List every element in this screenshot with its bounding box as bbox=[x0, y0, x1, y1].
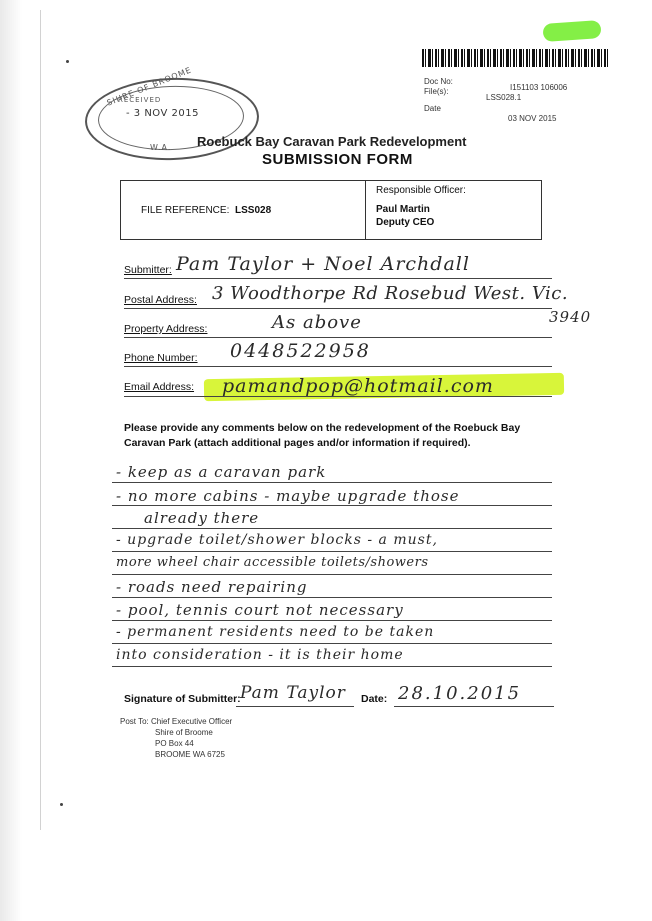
phone-value[interactable]: 0448522958 bbox=[230, 340, 371, 362]
submitter-line bbox=[124, 278, 552, 279]
date-line bbox=[394, 706, 554, 707]
comment-rule bbox=[112, 574, 552, 575]
post-to-line-2: Shire of Broome bbox=[155, 728, 213, 737]
comment-line-7[interactable]: - pool, tennis court not necessary bbox=[116, 601, 404, 619]
submitter-label: Submitter: bbox=[124, 264, 172, 276]
date-field-value[interactable]: 28.10.2015 bbox=[398, 683, 522, 704]
highlighter-mark bbox=[542, 19, 602, 43]
signature-value[interactable]: Pam Taylor bbox=[240, 683, 346, 703]
comment-rule bbox=[112, 505, 552, 506]
stamp-received: RECEIVED bbox=[118, 96, 162, 104]
comment-line-8[interactable]: - permanent residents need to be taken bbox=[116, 624, 435, 640]
file-reference-label: FILE REFERENCE: bbox=[141, 205, 230, 216]
postcode-value[interactable]: 3940 bbox=[549, 308, 592, 326]
doc-no: I151103 106006 bbox=[510, 83, 568, 92]
comment-rule bbox=[112, 551, 552, 552]
files: LSS028.1 bbox=[486, 93, 522, 102]
speck bbox=[60, 803, 63, 806]
property-address-label: Property Address: bbox=[124, 323, 208, 335]
comment-line-1[interactable]: - keep as a caravan park bbox=[116, 463, 327, 481]
signature-label: Signature of Submitter: bbox=[124, 693, 241, 705]
post-to-line-1: Post To: Chief Executive Officer bbox=[120, 717, 233, 726]
form-title: Roebuck Bay Caravan Park Redevelopment bbox=[197, 134, 467, 149]
comment-rule bbox=[112, 597, 552, 598]
file-reference-box bbox=[120, 180, 542, 240]
stamp-bottom-text: W.A. bbox=[150, 143, 172, 152]
property-line bbox=[124, 337, 552, 338]
email-label: Email Address: bbox=[124, 381, 195, 393]
responsible-officer-label: Responsible Officer: bbox=[376, 185, 466, 196]
form-subtitle: SUBMISSION FORM bbox=[262, 151, 413, 168]
comment-line-3[interactable]: already there bbox=[144, 509, 260, 527]
date-field-label: Date: bbox=[361, 693, 388, 705]
postal-line bbox=[124, 308, 552, 309]
comment-line-4[interactable]: - upgrade toilet/shower blocks - a must, bbox=[116, 532, 438, 548]
comment-line-9[interactable]: into consideration - it is their home bbox=[116, 647, 404, 663]
property-address-value[interactable]: As above bbox=[272, 312, 362, 333]
email-value[interactable]: pamandpop@hotmail.com bbox=[222, 375, 494, 397]
barcode bbox=[422, 49, 608, 67]
phone-label: Phone Number: bbox=[124, 352, 198, 364]
comment-rule bbox=[112, 528, 552, 529]
comment-rule bbox=[112, 643, 552, 644]
comment-rule bbox=[112, 482, 552, 483]
post-to-line-4: BROOME WA 6725 bbox=[155, 750, 225, 759]
received-date: 03 NOV 2015 bbox=[508, 114, 557, 123]
scan-edge bbox=[0, 0, 22, 921]
file-box-divider bbox=[365, 180, 366, 240]
comment-line-5[interactable]: more wheel chair accessible toilets/show… bbox=[116, 555, 429, 570]
signature-line bbox=[236, 706, 354, 707]
date-label: Date bbox=[424, 104, 441, 113]
stamp-date: - 3 NOV 2015 bbox=[126, 108, 199, 119]
file-reference-value: LSS028 bbox=[235, 205, 272, 216]
officer-name: Paul Martin bbox=[376, 204, 430, 215]
comment-line-6[interactable]: - roads need repairing bbox=[116, 578, 308, 596]
speck bbox=[66, 60, 69, 63]
scan-line bbox=[40, 10, 41, 830]
phone-line bbox=[124, 366, 552, 367]
postal-address-label: Postal Address: bbox=[124, 294, 197, 306]
comment-rule bbox=[112, 620, 552, 621]
postal-address-value[interactable]: 3 Woodthorpe Rd Rosebud West. Vic. bbox=[212, 283, 569, 304]
officer-title: Deputy CEO bbox=[376, 217, 435, 228]
doc-no-label: Doc No: bbox=[424, 77, 453, 86]
files-label: File(s): bbox=[424, 87, 449, 96]
submitter-value[interactable]: Pam Taylor + Noel Archdall bbox=[176, 253, 470, 275]
comment-line-2[interactable]: - no more cabins - maybe upgrade those bbox=[116, 487, 460, 505]
email-line bbox=[124, 396, 552, 397]
comment-rule bbox=[112, 666, 552, 667]
post-to-line-3: PO Box 44 bbox=[155, 739, 194, 748]
comments-instructions: Please provide any comments below on the… bbox=[124, 422, 521, 449]
